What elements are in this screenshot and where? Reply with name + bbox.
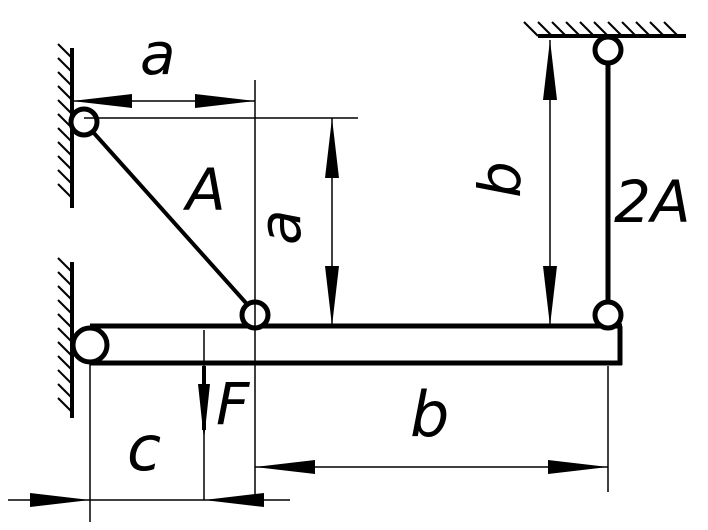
label-b-horizontal: b [410, 378, 449, 451]
label-a-vertical: a [246, 209, 314, 245]
label-a-horizontal: a [140, 20, 176, 88]
rigid-beam [90, 323, 623, 366]
hinge-upper-wall [68, 106, 100, 138]
dimension-a-horizontal [72, 94, 255, 108]
wall-support-lower [57, 257, 74, 418]
hinge-beam-wall [70, 325, 110, 365]
label-b-vertical: b [466, 161, 534, 198]
label-c: c [127, 412, 161, 485]
dimension-a-vertical [325, 118, 339, 326]
ceiling-support [523, 21, 686, 38]
extension-lines [84, 80, 609, 522]
rod-left-inclined [82, 120, 257, 315]
dimension-b-horizontal [255, 460, 608, 474]
dimension-b-vertical [543, 40, 557, 326]
hinge-beam-right-rod [592, 299, 624, 331]
dimension-c [8, 493, 290, 507]
label-force: F [216, 370, 251, 438]
hinge-ceiling [592, 34, 624, 66]
label-rod-right-area: 2A [614, 168, 691, 236]
label-rod-left-area: A [182, 156, 226, 224]
force-arrow [198, 366, 210, 440]
